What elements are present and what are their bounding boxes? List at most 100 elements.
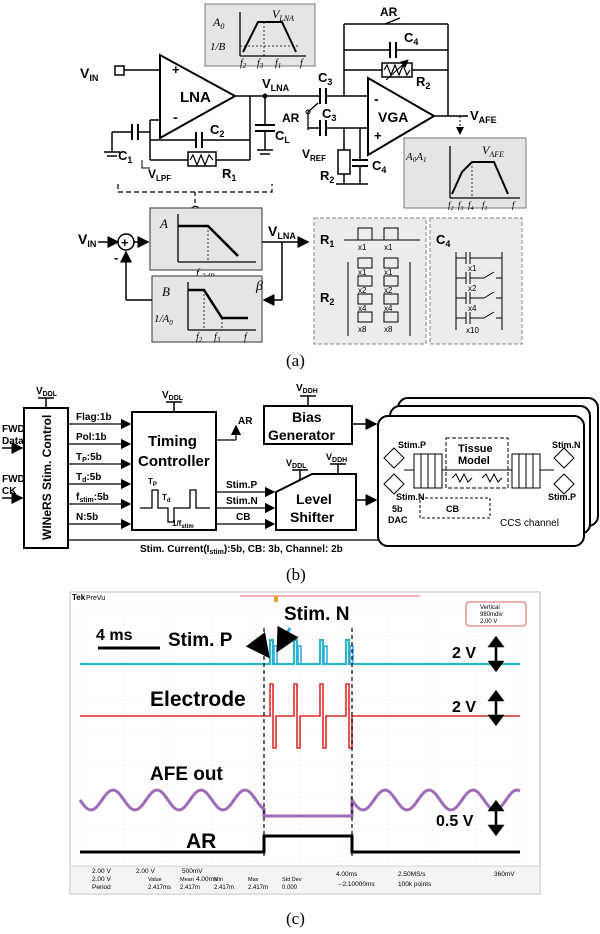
trigger-level: 360mV — [494, 871, 515, 878]
ccs-cb-label: CB — [446, 504, 459, 514]
vga-plus: + — [374, 128, 382, 143]
ch3-readout: 500mV — [182, 868, 203, 875]
c4-top-label: C4 — [404, 30, 418, 47]
winers-control-block — [23, 407, 69, 549]
stim-n-trace-label: Stim. N — [284, 604, 349, 625]
forward-gain-box — [149, 207, 263, 271]
bias-label-1: Bias — [292, 409, 322, 425]
scope-status-bar — [69, 865, 541, 895]
v-afe-label: VAFE — [470, 108, 497, 125]
v-lna-node-label: VLNA — [262, 76, 290, 93]
afe-out-trace — [78, 788, 521, 818]
afe-out-trace-label: AFE out — [150, 764, 223, 785]
r2-top-label: R2 — [416, 74, 430, 91]
tissue-resistor-2 — [481, 472, 503, 484]
vddh-level: VDDH — [326, 452, 347, 464]
feedback-f3-label: f3 — [214, 332, 221, 344]
scope-brand: Tek — [72, 593, 86, 602]
vertical-div: 980mdiv — [480, 612, 503, 618]
meas-period-mean: 2.417m — [180, 885, 200, 891]
vddl-left: VDDL — [36, 386, 58, 398]
inset-afe-gain: A0A1 — [405, 151, 426, 164]
c4-capacitor-array — [455, 252, 503, 330]
scope-frame — [69, 591, 541, 895]
ch4-readout: 2.00 V — [92, 876, 111, 883]
meas-header-value: Value — [148, 877, 162, 883]
meas-header-mean: Mean — [180, 877, 194, 883]
ccs-stim-n-right: Stim.N — [552, 440, 581, 450]
loop-v-in-label: VIN — [78, 231, 96, 249]
stim-p-signal: Stim.P — [226, 480, 257, 491]
r2-x1a: x1 — [358, 268, 367, 277]
timebase-position: →2.10000ms — [336, 881, 375, 888]
panel-b-block-diagram: FWD Data FWD CK WINeRS Stim. Control VDD… — [2, 383, 599, 584]
panel-c-oscilloscope: Tek PreVu Vertical 980mdiv 2.00 V 4 ms S… — [69, 591, 541, 928]
stim-trace — [80, 638, 520, 666]
electrode-trace — [80, 683, 520, 749]
tp-label: TP — [148, 477, 157, 488]
meas-period-min: 2.417m — [214, 885, 234, 891]
caption-a: (a) — [286, 351, 305, 370]
r2-x4a: x4 — [358, 304, 367, 313]
inset-lna-f: f — [300, 58, 304, 69]
meas-period-stddev: 0.000 — [282, 885, 298, 891]
level-shifter-block — [275, 473, 357, 531]
time-scale-label: 4 ms — [96, 627, 133, 644]
meas-period-name: Period — [92, 884, 111, 891]
feedback-inv-a0-label: 1/A0 — [154, 313, 173, 327]
electrode-trace-label: Electrode — [150, 688, 246, 711]
cb-signal: CB — [236, 512, 250, 523]
control-signal-bus — [68, 418, 132, 530]
fwd-ck-label-2: CK — [2, 486, 17, 497]
forward-a-label: A — [159, 216, 168, 231]
feedback-curve — [188, 288, 248, 320]
caption-b: (b) — [286, 565, 306, 584]
fwd-data-label-1: FWD — [2, 424, 25, 435]
fwd-ck-label-1: FWD — [2, 474, 25, 485]
math-readout: 4.00ms — [196, 876, 218, 883]
vga-label: VGA — [378, 109, 408, 125]
bottom-bus-label: Stim. Current(Istim):5b, CB: 3b, Channel… — [140, 544, 343, 556]
r2-bottom-label: R2 — [320, 168, 334, 185]
v-in-terminal — [114, 65, 125, 76]
c4-bottom-label: C4 — [372, 158, 386, 175]
stim-p-arrow — [245, 632, 270, 659]
sig-fstim: fstim:5b — [76, 492, 109, 504]
ar-trace — [80, 834, 520, 854]
stim-p-trace-label: Stim. P — [168, 630, 233, 651]
r2-x8a: x8 — [358, 325, 367, 334]
feedback-b-label: B — [162, 284, 170, 299]
level-label-2: Shifter — [290, 509, 335, 525]
inset-lna-a0: A0 — [212, 15, 224, 31]
vertical-readout-box — [465, 601, 527, 627]
fwd-data-label-2: Data — [2, 436, 24, 447]
feedback-box — [151, 275, 263, 343]
c3-bottom-label: C3 — [322, 106, 336, 123]
timebase-readout: 4.00ms — [336, 871, 358, 878]
volts-label-electrode: 2 V — [452, 699, 476, 716]
sample-rate: 2.50MS/s — [398, 871, 426, 878]
r2-bottom-resistor — [337, 149, 351, 175]
inset-afe-f2: f2 — [448, 200, 454, 212]
inset-lna-invb: 1/B — [210, 41, 226, 53]
inset-lna-f2: f2 — [240, 58, 247, 70]
tissue-label-1: Tissue — [458, 443, 493, 455]
r2-x2b: x2 — [384, 286, 393, 295]
ccs-stim-p-right: Stim.P — [548, 492, 576, 502]
vddl-timing: VDDL — [162, 390, 184, 402]
tissue-model-box — [445, 437, 509, 489]
r1-x1b: x1 — [384, 243, 393, 252]
sig-tp: TP:5b — [76, 452, 102, 464]
r-bank-box — [313, 217, 427, 345]
inset-afe-response — [403, 137, 527, 209]
lna-minus: - — [173, 109, 178, 125]
r1-transistor-pair — [344, 227, 420, 241]
r2-x4b: x4 — [384, 304, 393, 313]
r-bank-r2-label: R2 — [320, 290, 334, 307]
ccs-channel-block — [377, 415, 585, 547]
trigger-marker — [274, 596, 278, 602]
sig-pol: Pol:1b — [76, 432, 107, 443]
vertical-volts: 2.00 V — [480, 619, 497, 625]
sum-plus: + — [121, 235, 129, 250]
